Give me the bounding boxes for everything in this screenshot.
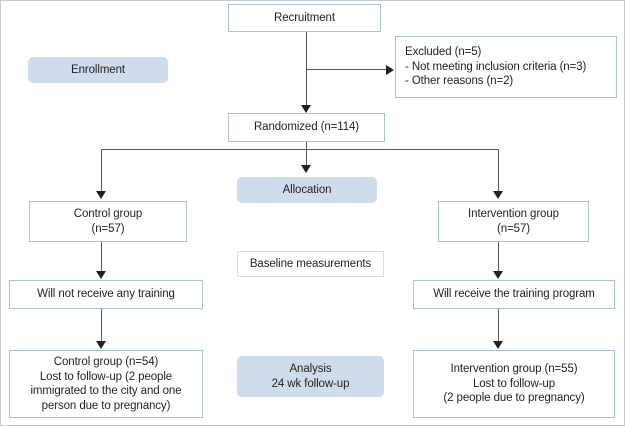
arrowhead-excluded [386,65,394,75]
stage-enrollment-text: Enrollment [71,63,125,76]
node-intervention-group: Intervention group(n=57) [438,201,589,242]
node-control-training-text: Will not receive any training [37,288,175,301]
node-excluded: Excluded (n=5)- Not meeting inclusion cr… [395,36,617,98]
connector-recruitment-to-excluded [306,69,388,70]
connector-control-to-training [101,242,102,277]
connector-allocation-split-bar [101,149,499,150]
node-intervention-training: Will receive the training program [413,280,615,309]
node-recruitment: Recruitment [228,4,381,32]
node-randomized: Randomized (n=114) [228,113,385,142]
connector-split-to-intervention [498,149,499,194]
node-intervention-analysis-text: Intervention group (n=55)Lost to follow-… [443,363,585,405]
connector-intervention-to-training [498,242,499,277]
node-control-group: Control group(n=57) [29,201,187,242]
arrowhead-allocation [301,165,311,173]
node-intervention-group-text: Intervention group(n=57) [468,208,559,235]
node-intervention-training-text: Will receive the training program [433,288,595,301]
connector-split-to-control [101,149,102,194]
node-control-analysis: Control group (n=54)Lost to follow-up (2… [9,350,203,418]
arrowhead-intervention-training [493,271,503,279]
stage-label-enrollment: Enrollment [28,57,168,83]
node-recruitment-text: Recruitment [274,11,335,24]
arrowhead-control-training [96,271,106,279]
connector-recruitment-to-randomized [306,32,307,112]
connector-control-training-to-analysis [101,309,102,347]
node-control-group-text: Control group(n=57) [73,208,143,235]
stage-allocation-text: Allocation [282,183,332,196]
stage-label-baseline-measurements: Baseline measurements [237,251,384,277]
node-randomized-text: Randomized (n=114) [253,121,360,134]
arrowhead-intervention-analysis [493,341,503,349]
node-intervention-analysis: Intervention group (n=55)Lost to follow-… [413,350,615,418]
stage-label-allocation: Allocation [237,177,377,203]
node-control-analysis-text: Control group (n=54)Lost to follow-up (2… [30,356,182,412]
stage-baseline-text: Baseline measurements [249,257,372,270]
connector-split-to-allocation [306,149,307,170]
arrowhead-control-analysis [96,341,106,349]
connector-intervention-training-to-analysis [498,309,499,347]
arrowhead-control-group [96,191,106,199]
connector-randomized-stem [306,142,307,150]
arrowhead-intervention-group [493,191,503,199]
node-excluded-text: Excluded (n=5)- Not meeting inclusion cr… [405,46,587,88]
arrowhead-randomized [301,105,311,113]
node-control-training: Will not receive any training [9,280,203,309]
